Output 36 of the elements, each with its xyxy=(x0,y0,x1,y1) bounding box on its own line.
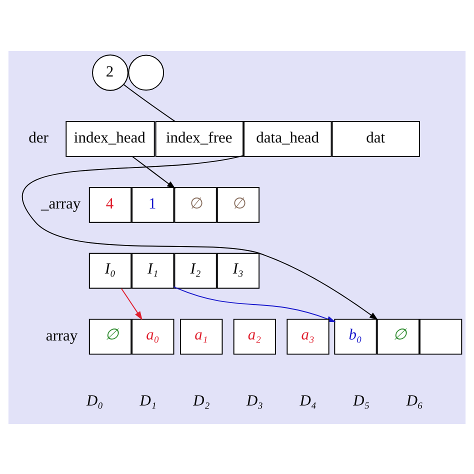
node-label: D₀ xyxy=(86,392,104,409)
node-box: ∅ xyxy=(174,186,217,222)
node-label: D₄ xyxy=(300,392,316,409)
node-box: b₀ xyxy=(334,318,377,354)
arrow xyxy=(22,154,378,320)
node-box: I₃ xyxy=(216,252,260,288)
node-box: ∅ xyxy=(376,318,420,354)
label: der xyxy=(28,129,48,146)
label: _array xyxy=(41,195,81,212)
node-box: a₃ xyxy=(286,318,330,354)
node-box: index_head xyxy=(66,120,155,156)
node-label: D₃ xyxy=(246,392,264,409)
node-box: I₂ xyxy=(174,252,217,288)
node-circle xyxy=(128,54,164,90)
node-box xyxy=(420,318,462,354)
arrow xyxy=(132,156,176,188)
node-box: a₁ xyxy=(180,318,223,354)
node-label: D₆ xyxy=(406,392,423,409)
node-box: a₂ xyxy=(233,318,276,354)
node-box: 4 xyxy=(88,186,132,222)
node-box: index_free xyxy=(155,120,244,156)
node-box: ∅ xyxy=(216,186,260,222)
node-box: I₀ xyxy=(88,252,132,288)
node-label: D₂ xyxy=(193,392,210,409)
node-box: 1 xyxy=(132,186,174,222)
node-box: dat xyxy=(332,120,420,156)
node-label: D₁ xyxy=(140,392,156,409)
arrow xyxy=(120,288,142,320)
node-box: ∅ xyxy=(88,318,132,354)
connector xyxy=(123,84,176,122)
node-box: data_head xyxy=(244,120,332,156)
node-label: D₅ xyxy=(353,392,370,409)
label: array xyxy=(46,326,78,344)
node-box: I₁ xyxy=(132,252,174,288)
node-circle: 2 xyxy=(92,54,128,90)
node-box: a₀ xyxy=(132,318,174,354)
